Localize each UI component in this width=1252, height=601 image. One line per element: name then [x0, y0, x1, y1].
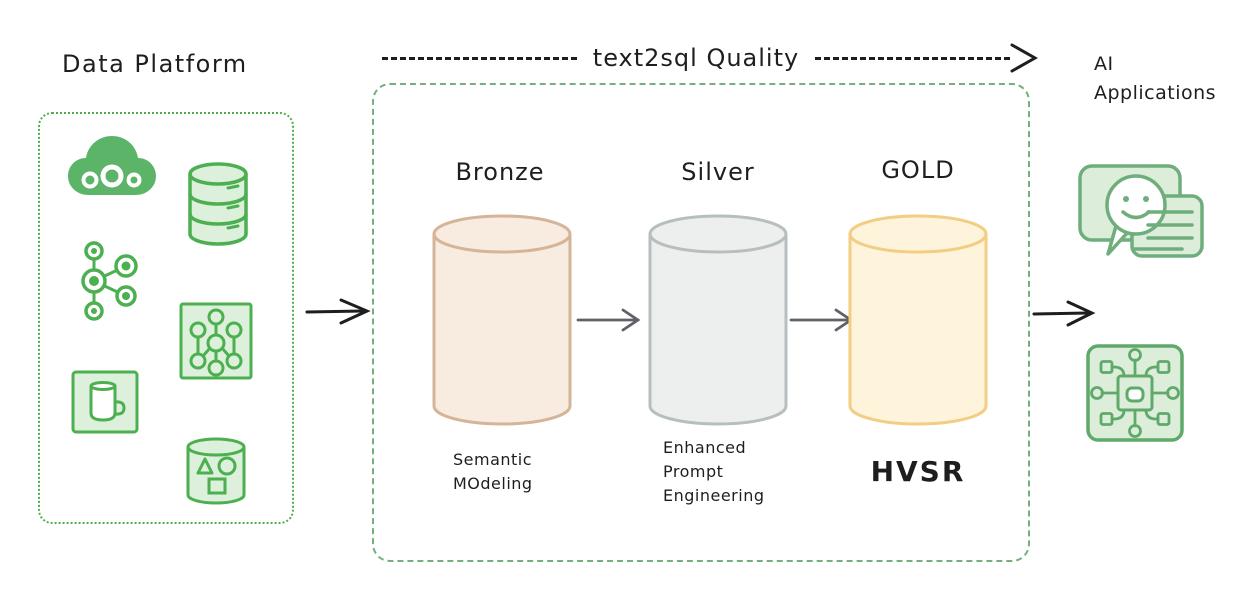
- ai-applications-title: AI Applications: [1094, 53, 1217, 105]
- stage-caption-bronze: Semantic MOdeling: [453, 450, 533, 493]
- gold-cylinder: [848, 214, 988, 426]
- quality-flow-label: text2sql Quality: [592, 44, 800, 72]
- arrow-to-ai-applications: [1032, 300, 1096, 327]
- quality-flow-arrow: text2sql Quality: [382, 40, 1038, 76]
- stage-title-silver: Silver: [681, 158, 755, 186]
- ai-chip-icon: [1086, 344, 1184, 442]
- chat-assistant-icon: [1078, 164, 1204, 258]
- bronze-cylinder: [432, 214, 572, 426]
- stage-caption-gold: HVSR: [870, 455, 966, 488]
- silver-cylinder: [648, 214, 788, 426]
- cloud-icon: [68, 136, 156, 195]
- stage-title-gold: GOLD: [881, 156, 955, 184]
- stage-caption-silver: Enhanced Prompt Engineering: [663, 438, 765, 505]
- node-graph-icon: [81, 241, 138, 321]
- stage-title-bronze: Bronze: [455, 158, 545, 186]
- network-box-icon: [179, 302, 253, 380]
- data-platform-title: Data Platform: [62, 50, 248, 78]
- database-icon: [188, 162, 248, 246]
- data-platform-box: [38, 112, 294, 524]
- flow-dash-right: [815, 56, 1010, 60]
- data-objects-cylinder-icon: [186, 437, 246, 505]
- arrow-bronze-to-silver: [576, 308, 641, 332]
- flow-arrowhead-icon: [1010, 43, 1038, 73]
- quality-pipeline-box: [372, 83, 1030, 562]
- flow-dash-left: [382, 56, 577, 60]
- mug-icon: [71, 370, 139, 434]
- arrow-into-pipeline: [305, 298, 371, 325]
